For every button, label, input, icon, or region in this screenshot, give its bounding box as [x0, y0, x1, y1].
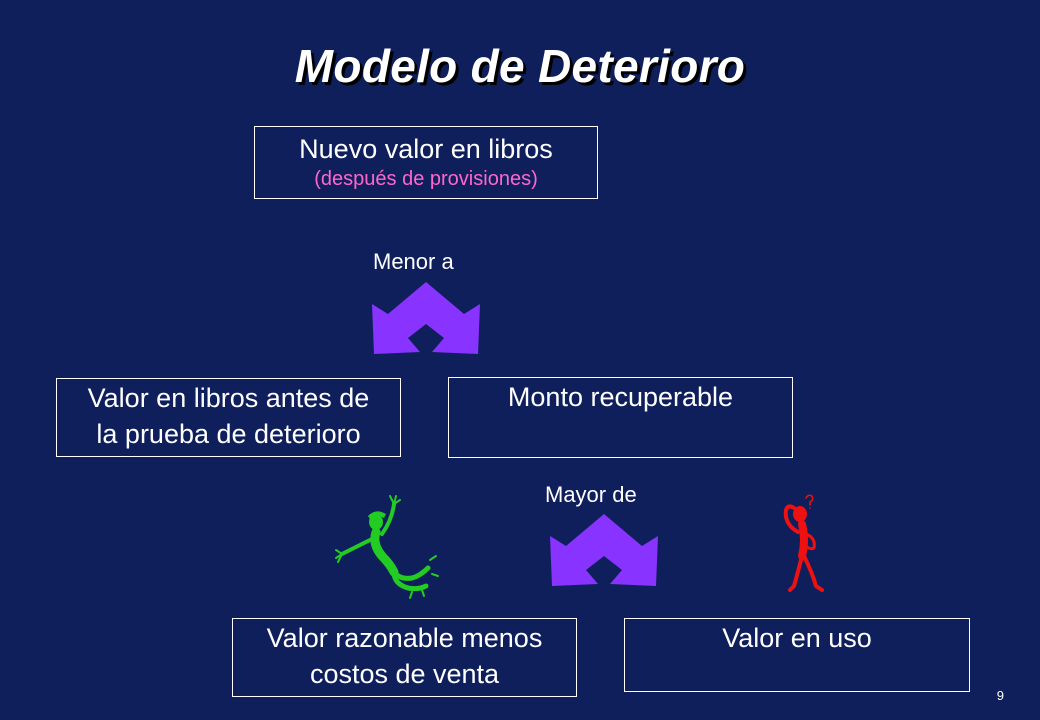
fair-value-less-costs-box: Valor razonable menos costos de venta — [232, 618, 577, 697]
confused-stick-figure-icon — [783, 494, 824, 592]
fair-value-less-costs-line2: costos de venta — [309, 659, 500, 689]
value-in-use-label: Valor en uso — [722, 623, 872, 653]
after-provisions-label: (después de provisiones) — [314, 168, 538, 190]
new-book-value-label: Nuevo valor en libros — [299, 134, 553, 164]
recoverable-amount-label: Monto recuperable — [507, 382, 734, 412]
recoverable-amount-box: Monto recuperable — [448, 377, 793, 458]
split-arrow-icon — [372, 282, 480, 354]
value-in-use-box: Valor en uso — [624, 618, 970, 692]
new-book-value-box: Nuevo valor en libros (después de provis… — [254, 126, 598, 199]
cheering-stick-figure-icon — [335, 495, 439, 599]
slide-title: Modelo de Deterioro — [294, 40, 746, 92]
greater-of-label: Mayor de — [545, 482, 637, 507]
less-than-label: Menor a — [373, 249, 454, 274]
page-number: 9 — [996, 688, 1004, 703]
fair-value-less-costs-line1: Valor razonable menos — [266, 623, 543, 653]
book-value-before-test-line2: la prueba de deterioro — [96, 419, 361, 449]
book-value-before-test-box: Valor en libros antes de la prueba de de… — [56, 378, 401, 457]
book-value-before-test-line1: Valor en libros antes de — [87, 383, 370, 413]
split-arrow-icon — [550, 514, 658, 586]
